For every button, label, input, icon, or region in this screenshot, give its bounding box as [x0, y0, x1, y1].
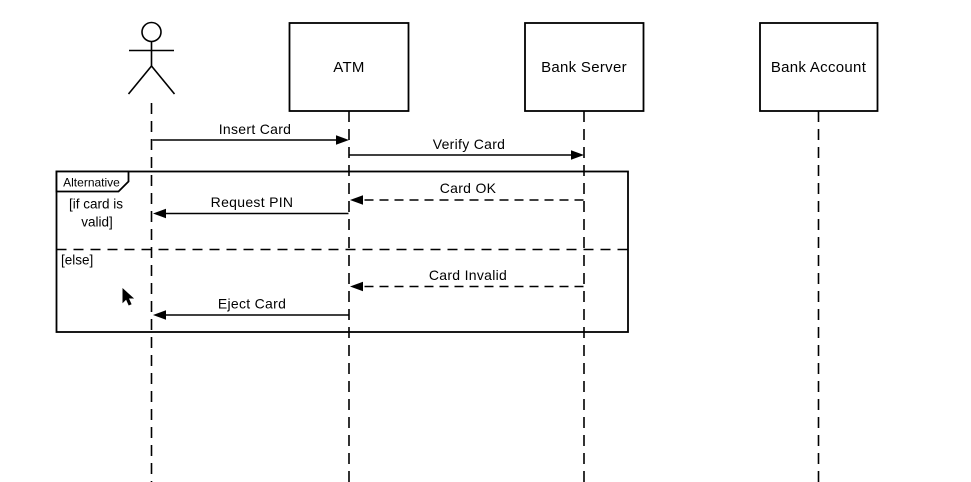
participant-bank-server-box[interactable] — [524, 22, 645, 112]
message-card-ok-label: Card OK — [440, 180, 497, 196]
alt-guard-else-label: [else] — [61, 253, 93, 268]
participant-bank-account[interactable]: Bank Account — [759, 22, 879, 112]
message-card-invalid-label: Card Invalid — [429, 267, 507, 283]
alt-fragment-operator-label: Alternative — [63, 176, 120, 190]
alt-guard-if-valid-line1: [if card is — [69, 197, 123, 212]
message-eject-card[interactable]: Eject Card — [153, 296, 349, 320]
actor-right-leg — [150, 65, 176, 95]
message-eject-card-label: Eject Card — [218, 296, 286, 312]
message-card-invalid[interactable]: Card Invalid — [350, 267, 584, 292]
message-insert-card[interactable]: Insert Card — [152, 121, 350, 145]
alt-fragment[interactable]: Alternative [if card is valid] [else] — [55, 170, 629, 333]
message-request-pin-label: Request PIN — [211, 194, 294, 210]
alt-fragment-operator-tab — [55, 170, 130, 193]
actor-head — [141, 21, 162, 43]
message-verify-card-label: Verify Card — [433, 136, 506, 152]
participant-bank-account-label: Bank Account — [771, 59, 867, 76]
arrowhead-left-icon — [153, 208, 166, 219]
actor-left-leg — [127, 65, 153, 95]
arrowhead-right-icon — [571, 150, 584, 160]
participant-bank-server-label: Bank Server — [541, 59, 627, 76]
alt-guard-if-valid-line2: valid] — [81, 215, 113, 230]
message-request-pin[interactable]: Request PIN — [153, 194, 349, 219]
message-insert-card-label: Insert Card — [219, 121, 292, 137]
message-verify-card[interactable]: Verify Card — [349, 136, 585, 160]
alt-fragment-frame[interactable] — [55, 170, 629, 333]
message-card-ok[interactable]: Card OK — [350, 180, 584, 205]
participant-atm-box[interactable] — [288, 22, 410, 112]
arrowhead-left-icon — [350, 195, 363, 205]
actor-user-figure[interactable] — [127, 21, 176, 95]
arrowhead-right-icon — [336, 135, 349, 145]
participant-atm[interactable]: ATM — [288, 22, 410, 112]
participant-atm-label: ATM — [333, 59, 364, 76]
arrowhead-left-icon — [153, 310, 166, 320]
participant-bank-account-box[interactable] — [759, 22, 879, 112]
arrowhead-left-icon — [350, 281, 363, 292]
participant-bank-server[interactable]: Bank Server — [524, 22, 645, 112]
mouse-cursor-icon — [121, 286, 137, 307]
